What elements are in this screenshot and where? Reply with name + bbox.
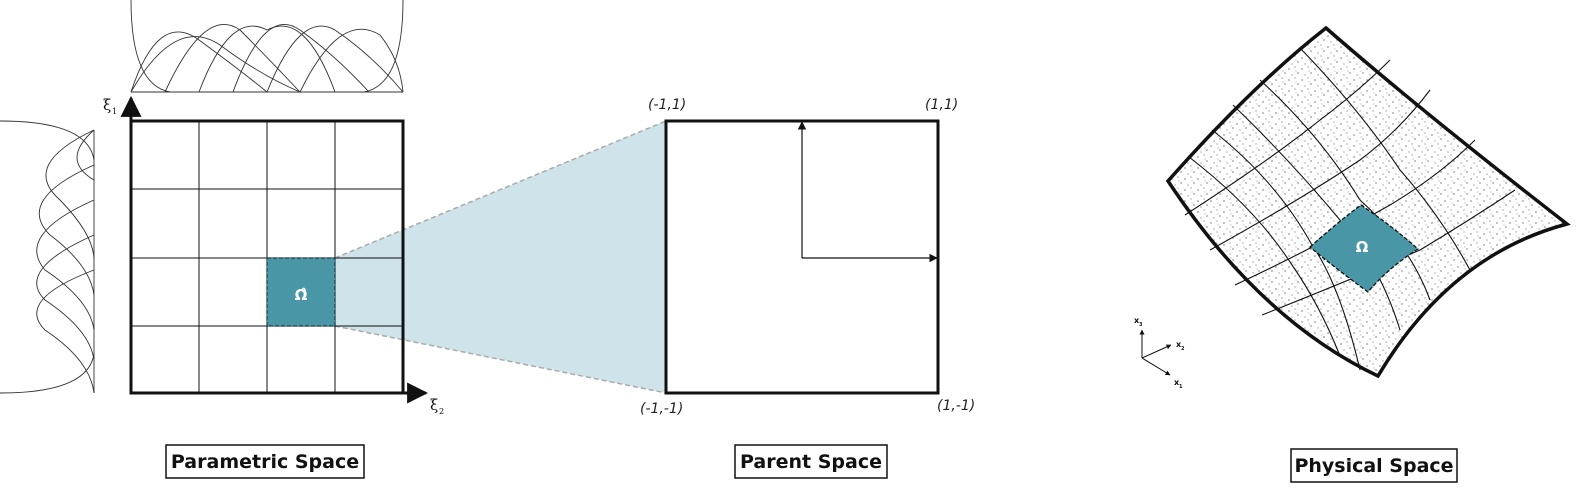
triad-x2-sub: 2 [1181, 346, 1185, 352]
xi1-subscript: 1 [112, 107, 117, 116]
physical-element-label: Ω [1356, 238, 1369, 256]
projection-edge-top [334, 120, 667, 259]
parametric-space: Ω̂ ξ 1 ξ 2 [0, 0, 667, 479]
parent-space: (-1,1) (1,1) (-1,-1) (1,-1) Parent Space [640, 97, 975, 479]
projection-edge-bottom [334, 325, 667, 394]
basis-functions-left [0, 120, 95, 394]
projection-wedge [335, 121, 666, 393]
triad-x1: x [1174, 378, 1180, 387]
physical-surface [1168, 28, 1567, 376]
physical-border [1165, 25, 1571, 379]
triad-x1-sub: 1 [1179, 384, 1183, 390]
parent-caption: Parent Space [740, 451, 882, 473]
xi1-label: ξ [103, 96, 111, 114]
parametric-element [266, 257, 336, 327]
xi2-subscript: 2 [439, 407, 444, 416]
parametric-caption: Parametric Space [171, 451, 359, 473]
xi2-label: ξ [430, 396, 438, 414]
corner-bottom-left: (-1,-1) [640, 401, 683, 417]
corner-bottom-right: (1,-1) [937, 398, 975, 414]
physical-caption-box [1290, 448, 1458, 483]
corner-top-right: (1,1) [925, 97, 958, 113]
parametric-border [129, 119, 405, 395]
parent-caption-box [734, 444, 888, 479]
physical-mesh [1184, 47, 1516, 371]
physical-caption: Physical Space [1294, 455, 1453, 477]
triad-x3-sub: 3 [1139, 322, 1143, 328]
physical-space: Ω x 3 x 2 x 1 Physical Space [1134, 25, 1571, 483]
corner-top-left: (-1,1) [648, 97, 686, 113]
basis-functions-top [130, 0, 404, 93]
parametric-element-label: Ω̂ [295, 286, 308, 304]
physical-element [1309, 204, 1420, 293]
parametric-caption-box [165, 444, 365, 479]
coordinate-triad: x 3 x 2 x 1 [1134, 316, 1185, 390]
triad-x3: x [1134, 316, 1140, 325]
triad-x2: x [1176, 340, 1182, 349]
